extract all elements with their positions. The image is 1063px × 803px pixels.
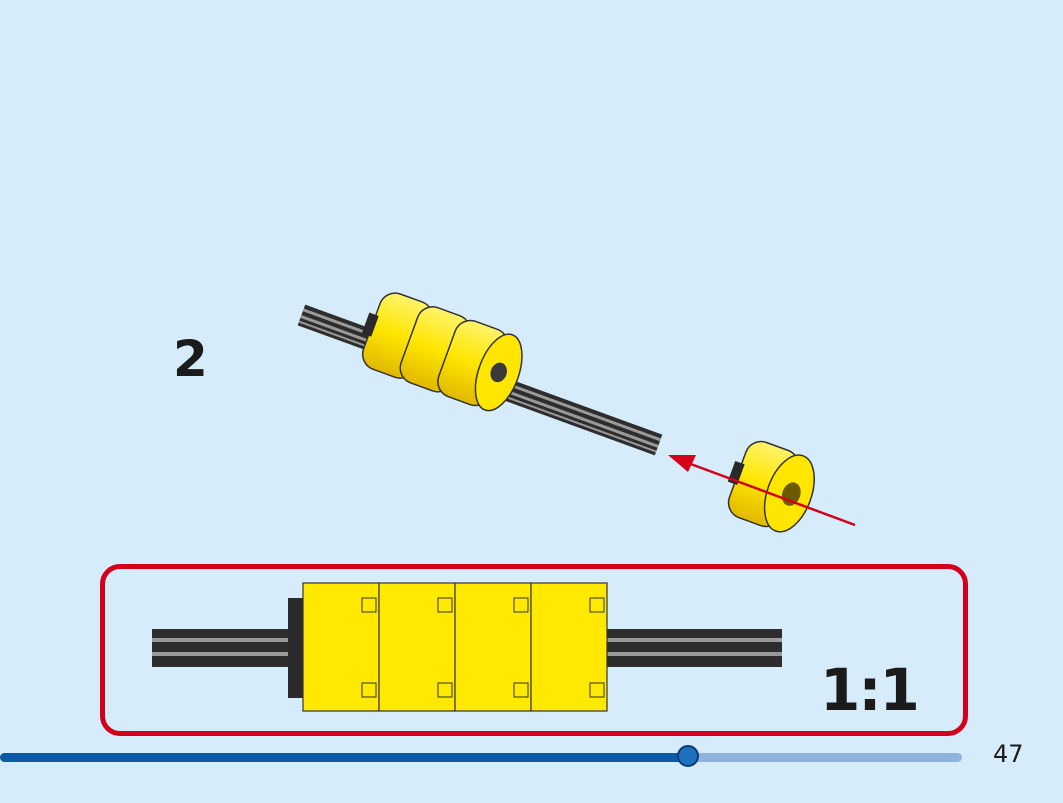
scale-callout-box bbox=[100, 564, 968, 736]
bushing-icon bbox=[727, 440, 815, 533]
progress-bar[interactable] bbox=[0, 753, 962, 762]
scale-bushings-icon bbox=[288, 582, 608, 712]
progress-handle[interactable] bbox=[677, 745, 699, 767]
bushing-stack-icon bbox=[361, 292, 523, 412]
progress-fill bbox=[0, 753, 688, 762]
step-number: 2 bbox=[173, 330, 208, 388]
insert-arrow-icon bbox=[668, 455, 856, 527]
page-number: 47 bbox=[993, 740, 1024, 768]
scale-label: 1:1 bbox=[820, 656, 920, 724]
